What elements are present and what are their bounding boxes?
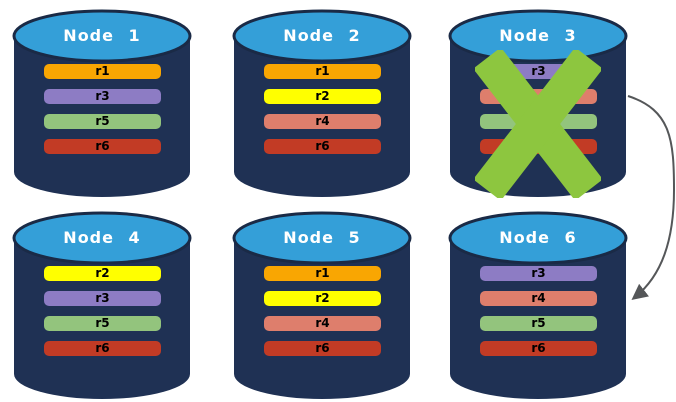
node-3: Node 3 r3 xyxy=(447,8,629,200)
cylinder-top xyxy=(12,211,192,265)
node-6: Node 6 r3 r4 r5 r6 xyxy=(447,210,629,402)
partition-row: r1 xyxy=(44,64,161,79)
partition-row: r1 xyxy=(264,266,381,281)
partition-row: r5 xyxy=(44,316,161,331)
node-title: Node 2 xyxy=(283,26,361,45)
partition-row: r1 xyxy=(264,64,381,79)
partition-row xyxy=(480,139,597,154)
node-2: Node 2 r1 r2 r4 r6 xyxy=(231,8,413,200)
partition-row: r3 xyxy=(480,64,597,79)
node-title: Node 3 xyxy=(499,26,577,45)
partition-row: r6 xyxy=(264,341,381,356)
node-1: Node 1 r1 r3 r5 r6 xyxy=(11,8,193,200)
partition-row: r4 xyxy=(264,316,381,331)
node-title: Node 1 xyxy=(63,26,141,45)
partition-row: r6 xyxy=(44,341,161,356)
partition-row: r3 xyxy=(44,291,161,306)
partition-row: r3 xyxy=(480,266,597,281)
partition-row: r5 xyxy=(480,316,597,331)
partition-row xyxy=(480,89,597,104)
node-5: Node 5 r1 r2 r4 r6 xyxy=(231,210,413,402)
partition-row: r3 xyxy=(44,89,161,104)
partition-row: r4 xyxy=(264,114,381,129)
node-title: Node 4 xyxy=(63,228,141,247)
partition-row: r2 xyxy=(264,89,381,104)
partition-row: r6 xyxy=(264,139,381,154)
partition-row: r2 xyxy=(44,266,161,281)
partition-row: r6 xyxy=(480,341,597,356)
cylinder-top xyxy=(232,9,412,63)
node-title: Node 5 xyxy=(283,228,361,247)
cylinder-top xyxy=(232,211,412,265)
partition-row: r6 xyxy=(44,139,161,154)
partition-row: r2 xyxy=(264,291,381,306)
node-title: Node 6 xyxy=(499,228,577,247)
partition-row: r4 xyxy=(480,291,597,306)
partition-row xyxy=(480,114,597,129)
cylinder-top xyxy=(12,9,192,63)
cylinder-top xyxy=(448,211,628,265)
arrow-curve xyxy=(627,95,676,300)
partition-row: r5 xyxy=(44,114,161,129)
node-4: Node 4 r2 r3 r5 r6 xyxy=(11,210,193,402)
